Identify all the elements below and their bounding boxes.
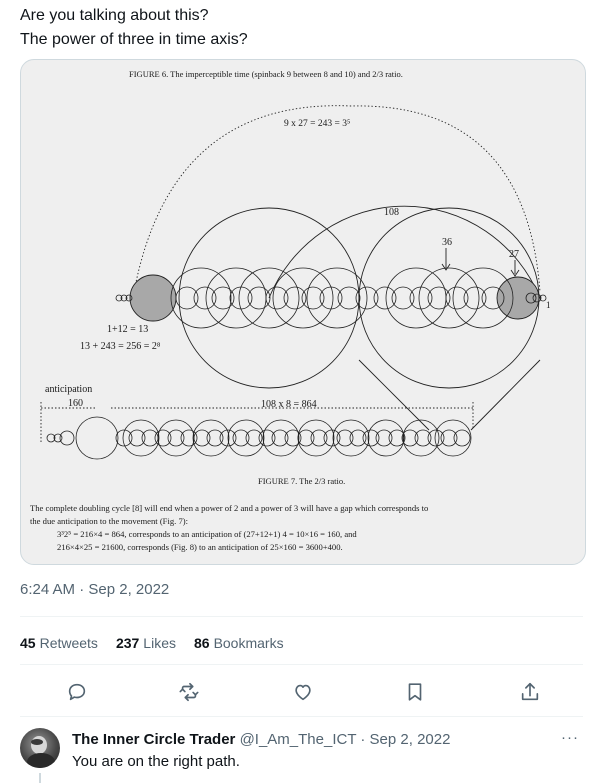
retweets-count: 45 <box>20 635 36 651</box>
body-line-3: 3³2⁵ = 216×4 = 864, corresponds to an an… <box>57 529 357 539</box>
reply-button[interactable] <box>63 678 91 706</box>
chain-circles-top <box>115 267 547 329</box>
reply-handle-date[interactable]: @I_Am_The_ICT · Sep 2, 2022 <box>239 731 451 748</box>
divider-bottom <box>20 716 583 717</box>
reply-header: The Inner Circle Trader @I_Am_The_ICT · … <box>72 731 450 748</box>
like-button[interactable] <box>289 678 317 706</box>
funnel-right <box>470 359 541 431</box>
bookmark-icon <box>408 683 422 701</box>
anticipation-label: anticipation <box>45 384 92 395</box>
thread-line <box>39 773 41 783</box>
bookmarks-label: Bookmarks <box>213 635 284 651</box>
avatar-image <box>27 736 55 768</box>
label-36: 36 <box>442 237 452 248</box>
label-27: 27 <box>509 249 519 260</box>
large-arc <box>268 205 541 299</box>
tweet-text-line-1: Are you talking about this? <box>20 7 209 24</box>
eq-line-1: 1+12 = 13 <box>107 324 148 335</box>
retweets-label: Retweets <box>39 635 98 651</box>
arrow-36-head <box>441 263 451 271</box>
divider-middle <box>20 664 583 665</box>
reply-tweet[interactable]: The Inner Circle Trader @I_Am_The_ICT · … <box>20 721 583 783</box>
body-line-1: The complete doubling cycle [8] will end… <box>30 503 428 513</box>
figure-diagram: FIGURE 6. The imperceptible time (spinba… <box>30 69 551 552</box>
share-icon <box>521 682 539 701</box>
tweet-media-image[interactable]: FIGURE 6. The imperceptible time (spinba… <box>20 59 586 565</box>
eq-line-2: 13 + 243 = 256 = 2⁸ <box>80 341 161 352</box>
likes-label: Likes <box>143 635 176 651</box>
shaded-circle-9 <box>129 274 177 322</box>
divider-top <box>20 616 583 617</box>
mult-label: 108 x 8 = 864 <box>261 399 317 410</box>
body-line-4: 216×4×25 = 21600, corresponds (Fig. 8) t… <box>57 542 343 552</box>
bookmark-button[interactable] <box>401 678 429 706</box>
tweet-timestamp[interactable]: 6:24 AM · Sep 2, 2022 <box>20 581 170 598</box>
dotted-arc <box>133 105 541 293</box>
more-options-icon[interactable]: ··· <box>561 729 579 746</box>
tweet-text: Are you talking about this? The power of… <box>20 4 580 52</box>
retweet-button[interactable] <box>175 678 203 706</box>
arrow-27-head <box>510 269 520 277</box>
tweet-actions-bar <box>20 678 583 706</box>
retweet-icon <box>179 682 199 702</box>
share-button[interactable] <box>516 678 544 706</box>
avatar[interactable] <box>20 728 60 768</box>
shaded-circle-right <box>496 276 540 320</box>
figure-6-caption: FIGURE 6. The imperceptible time (spinba… <box>129 69 403 79</box>
chain-circles-bottom <box>46 416 472 460</box>
body-line-2: the due anticipation to the movement (Fi… <box>30 516 188 526</box>
like-icon <box>295 684 311 701</box>
tweet-text-line-2: The power of three in time axis? <box>20 31 248 48</box>
reply-icon <box>68 683 86 701</box>
label-1-right: 1 <box>546 300 551 310</box>
likes-count: 237 <box>115 635 140 651</box>
anticipation-value: 160 <box>68 398 83 409</box>
reply-text: You are on the right path. <box>72 753 240 770</box>
figure-7-caption: FIGURE 7. The 2/3 ratio. <box>258 476 345 486</box>
reply-author-name[interactable]: The Inner Circle Trader <box>72 731 236 748</box>
label-108: 108 <box>384 207 399 218</box>
top-equation: 9 x 27 = 243 = 3⁵ <box>284 119 350 129</box>
bookmarks-count: 86 <box>193 635 210 651</box>
funnel-left <box>358 359 430 431</box>
